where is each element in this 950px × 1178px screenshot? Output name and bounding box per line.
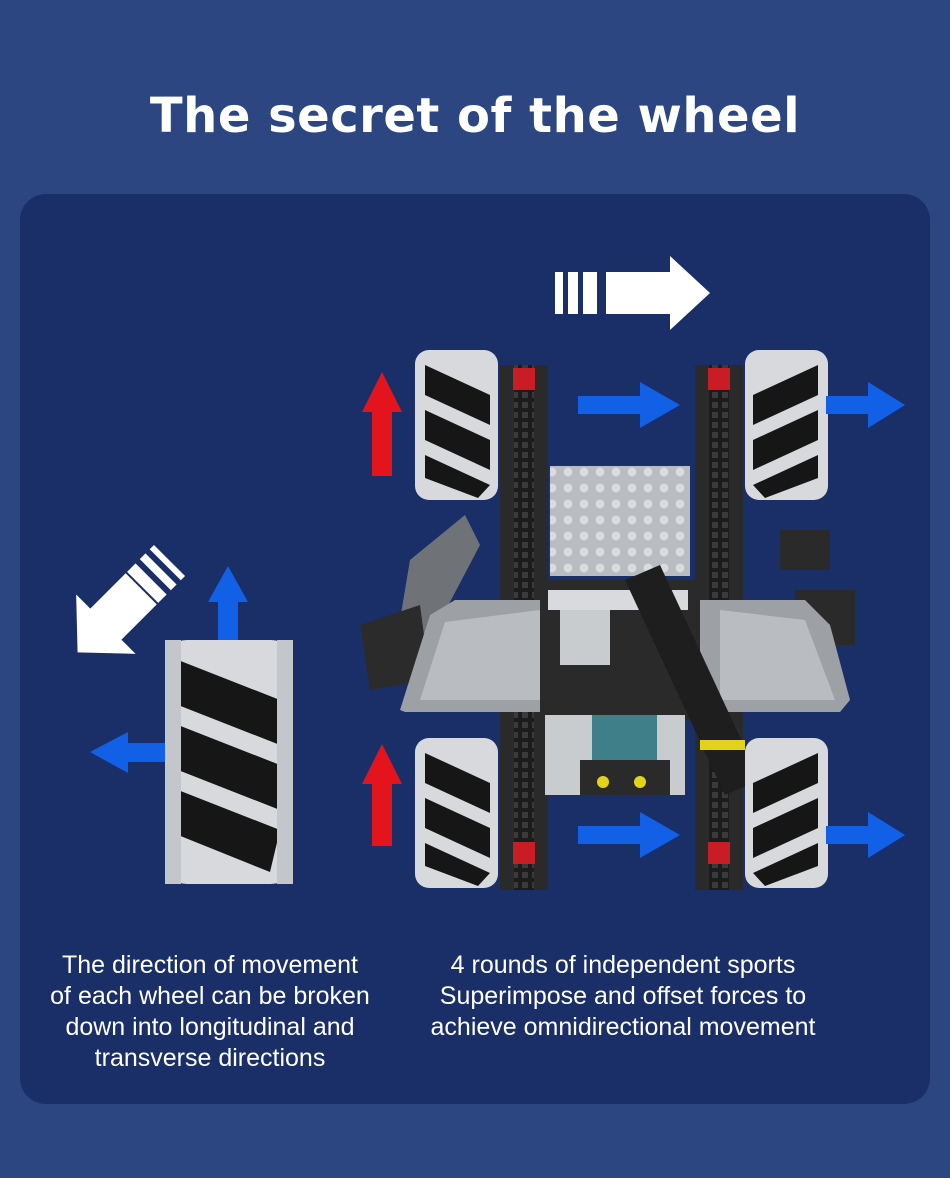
caption-wheel-direction: The direction of movement of each wheel …	[20, 950, 400, 1074]
caption-line: achieve omnidirectional movement	[430, 1013, 816, 1041]
caption-line: The direction of movement	[62, 951, 358, 979]
wheel-front-right	[745, 350, 828, 500]
arrow-up-red-icon	[362, 744, 402, 846]
arrow-right-blue-icon	[578, 382, 680, 428]
caption-line: Superimpose and offset forces to	[439, 982, 807, 1010]
single-mecanum-wheel	[165, 640, 293, 884]
arrow-up-blue-icon	[208, 566, 248, 640]
arrow-right-blue-icon	[578, 812, 680, 858]
caption-line: down into longitudinal and	[65, 1013, 355, 1041]
wheel-front-left	[415, 350, 498, 500]
robot-car	[360, 365, 855, 890]
arrow-right-blue-icon	[826, 812, 905, 858]
direction-arrow-icon	[555, 256, 710, 330]
caption-omnidirectional: 4 rounds of independent sports Superimpo…	[398, 950, 848, 1043]
diagonal-arrow-icon	[76, 544, 186, 654]
wheel-rear-right	[745, 738, 828, 888]
page-title: The secret of the wheel	[149, 88, 801, 144]
caption-line: of each wheel can be broken	[50, 982, 370, 1010]
arrow-right-blue-icon	[826, 382, 905, 428]
caption-line: 4 rounds of independent sports	[450, 951, 796, 979]
wheel-rear-left	[415, 738, 498, 888]
arrow-left-blue-icon	[90, 732, 165, 773]
arrow-up-red-icon	[362, 372, 402, 476]
caption-line: transverse directions	[94, 1044, 326, 1072]
